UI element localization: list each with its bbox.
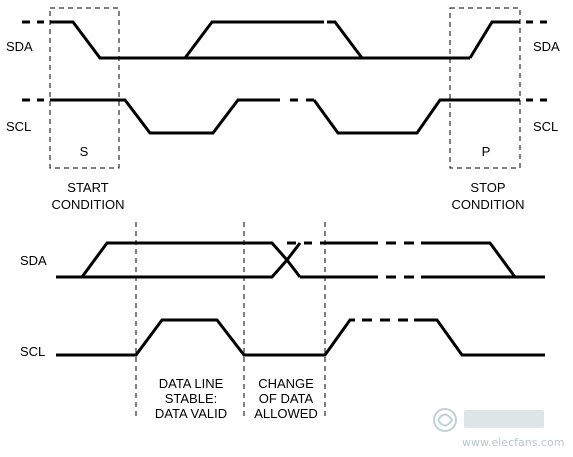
stop-condition-box [449,7,521,169]
sda-waveform-bottom [56,241,545,279]
scl-waveform-top [22,98,547,135]
start-caption-line-2: CONDITION [52,197,125,212]
stable-caption-line-2: STABLE: [165,391,218,406]
scl-label-left: SCL [6,119,31,134]
sda-waveform-top [22,20,547,60]
bottom-timing-diagram: SDA SCL DATA LINE STABLE: DATA VALID CHA… [20,222,545,421]
scl-waveform-bottom [56,318,545,357]
start-marker: S [80,144,89,159]
elecfans-logo-icon [433,408,544,432]
scl-label-right: SCL [533,119,558,134]
start-condition-box [49,7,120,169]
sda-label-right: SDA [533,39,560,54]
scl-label-bottom: SCL [20,344,45,359]
change-caption-line-2: OF DATA [259,391,314,406]
sda-label-bottom: SDA [20,253,47,268]
change-caption-line-1: CHANGE [258,376,314,391]
top-timing-diagram: SDA SDA SCL SCL S P START CONDITION STOP… [6,7,560,212]
stable-caption-line-1: DATA LINE [159,376,224,391]
stable-caption-line-3: DATA VALID [155,406,227,421]
stop-caption-line-2: CONDITION [452,197,525,212]
watermark: www.elecfans.com [433,408,564,449]
stop-caption-line-1: STOP [470,180,505,195]
start-caption-line-1: START [67,180,108,195]
change-caption-line-3: ALLOWED [254,406,318,421]
watermark-text: www.elecfans.com [462,436,564,449]
sda-label-left: SDA [6,39,33,54]
stop-marker: P [482,144,491,159]
